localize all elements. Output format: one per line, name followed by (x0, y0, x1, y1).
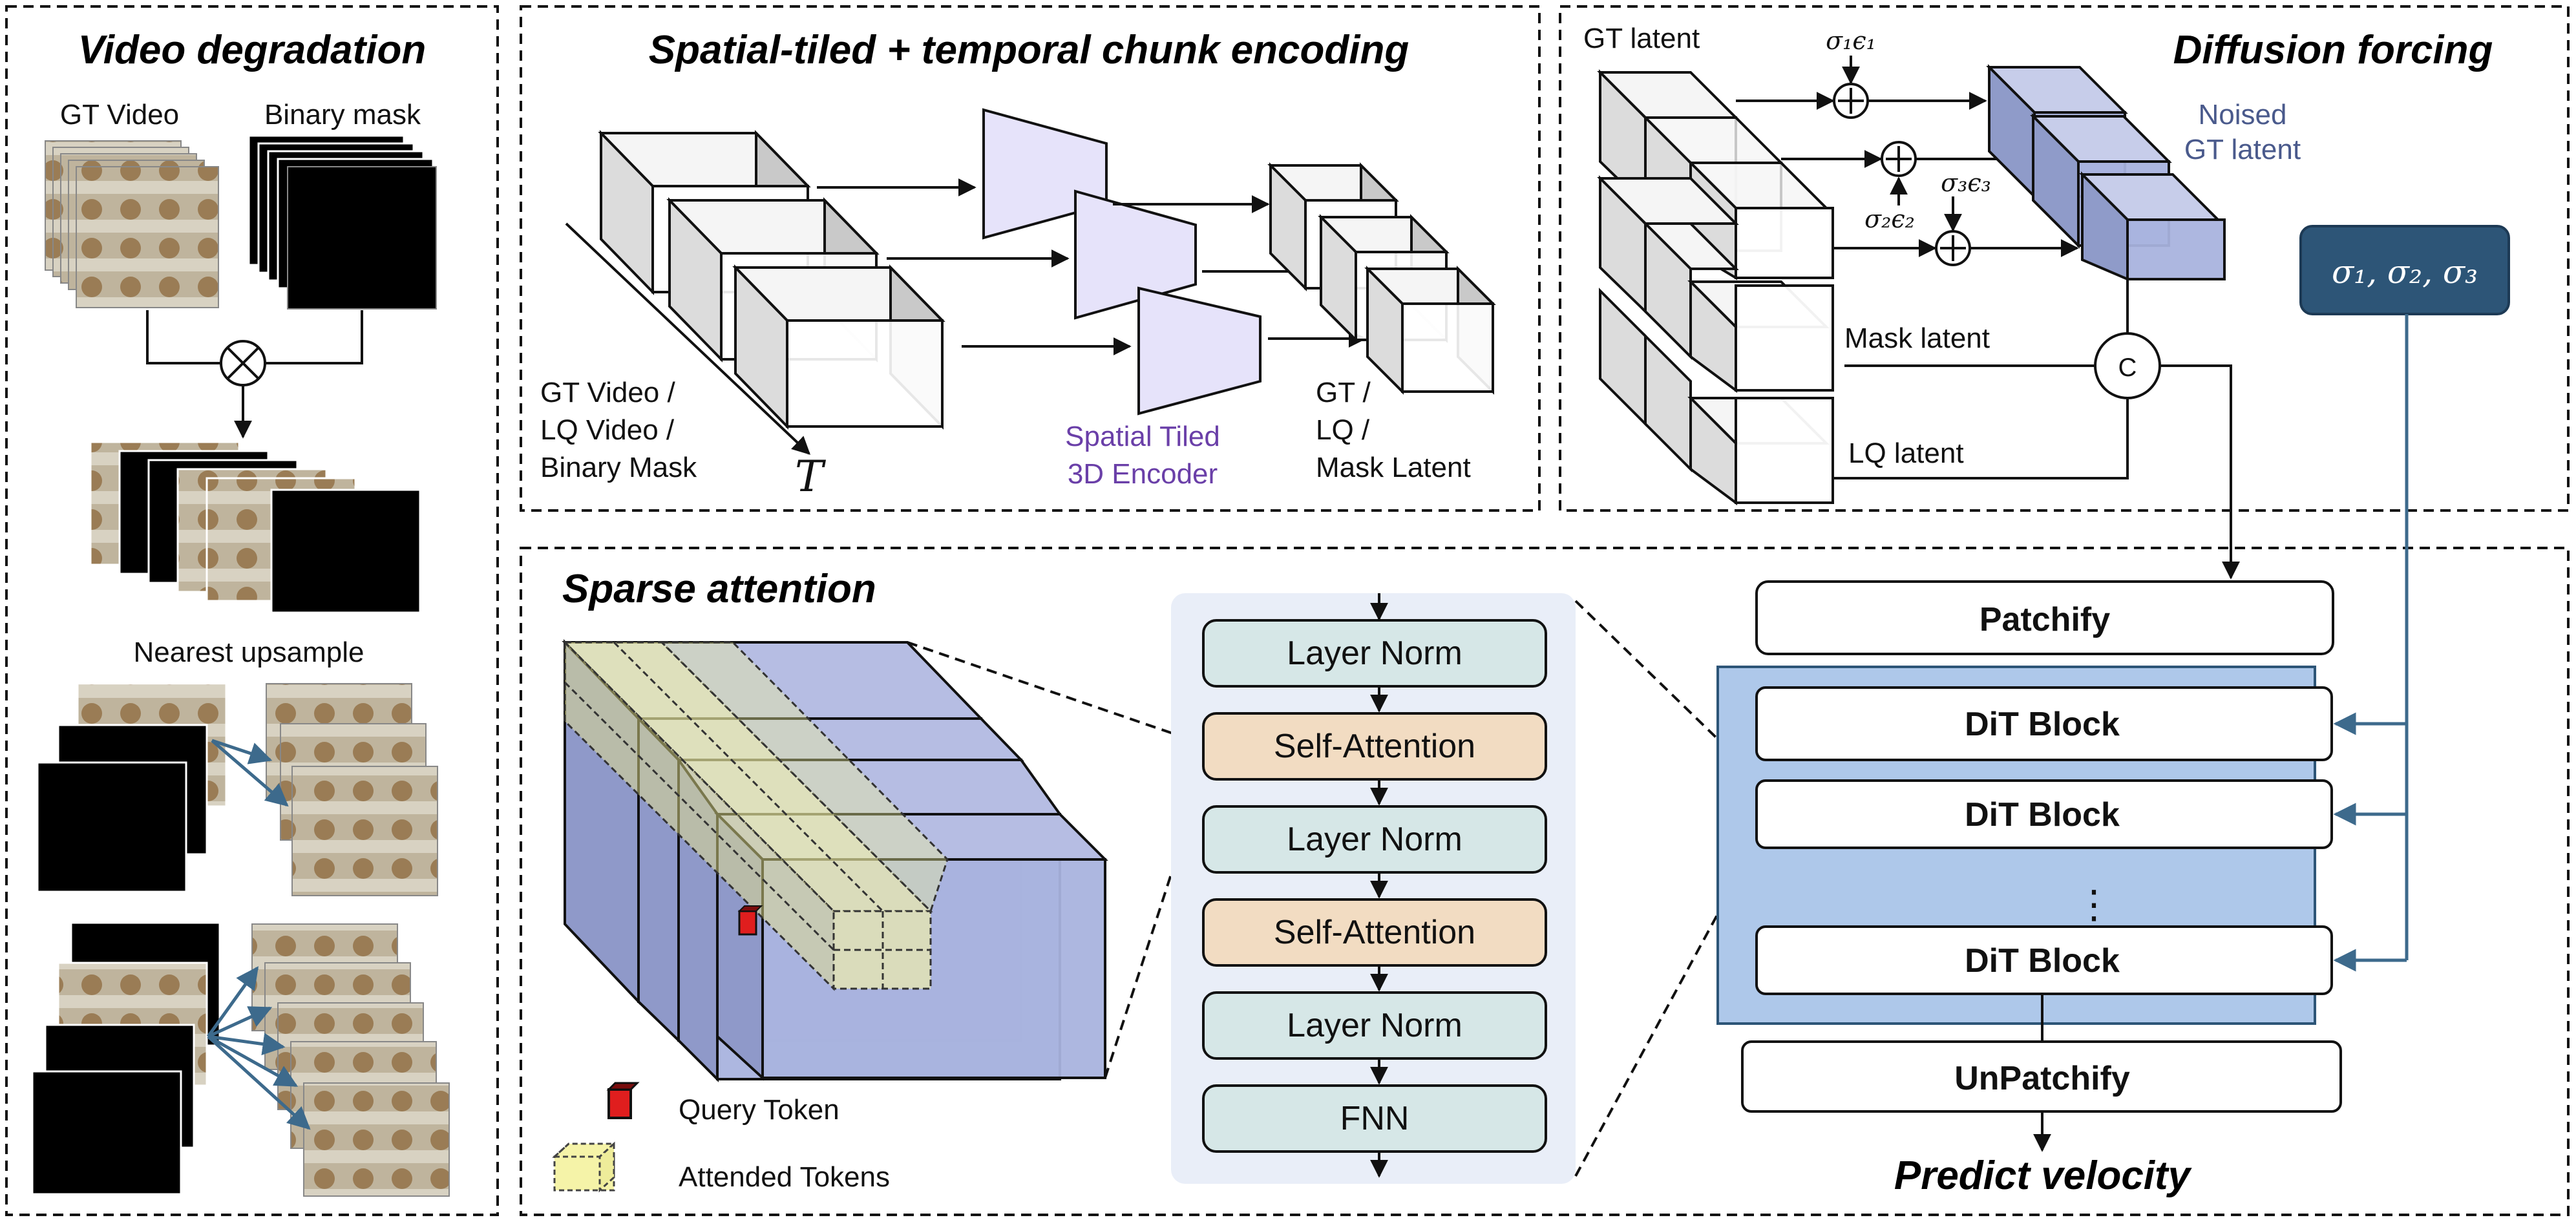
legend-query-token-icon (606, 1082, 640, 1119)
noised-label-line-1: Noised (2199, 99, 2287, 131)
legend-query-token-label: Query Token (679, 1094, 839, 1126)
predict-velocity-label: Predict velocity (1894, 1153, 2193, 1198)
dit-block-2 (1755, 779, 2333, 849)
unpatchify-label: UnPatchify (1954, 1060, 2130, 1097)
sigma-label: σ₁, σ₂, σ₃ (2332, 253, 2478, 291)
sparse-title: Sparse attention (562, 567, 876, 611)
stack-self-attention-1-label: Self-Attention (1274, 728, 1475, 765)
dit-block-1-label: DiT Block (1965, 706, 2120, 743)
upsample-example-1 (36, 682, 438, 896)
sigma-box (2299, 225, 2510, 315)
zoom-line-top (907, 641, 1213, 748)
noise-add-3 (1935, 230, 1971, 266)
legend-attended-tokens-icon (552, 1141, 617, 1193)
latent-label-line-3: Mask Latent (1316, 452, 1471, 483)
spatial-tiled-encoders (982, 108, 1262, 416)
stack-self-attention-1 (1202, 712, 1547, 781)
gt-to-multiply-line (146, 310, 221, 364)
input-label-line-2: LQ Video / (540, 414, 675, 446)
input-label-line-1: GT Video / (540, 377, 675, 408)
time-axis (565, 222, 811, 455)
encoder-label-line-2: 3D Encoder (1068, 458, 1218, 490)
stack-layer-norm-1-label: Layer Norm (1287, 635, 1462, 672)
dit-block-3-label: DiT Block (1965, 942, 2120, 980)
noise-term-1: σ₁ϵ₁ (1826, 26, 1876, 55)
panel-encoding-border (520, 5, 1541, 512)
time-axis-label: T (795, 452, 827, 501)
patchify-label: Patchify (1980, 601, 2110, 638)
mask-latent-label: Mask latent (1844, 322, 1990, 354)
stack-layer-norm-1 (1202, 619, 1547, 688)
encoding-title: Spatial-tiled + temporal chunk encoding (649, 28, 1409, 72)
degradation-title: Video degradation (78, 28, 427, 72)
dit-ellipsis: ⋮ (2075, 882, 2113, 927)
gt-video-label: GT Video (60, 99, 179, 131)
mask-to-multiply-line (265, 310, 363, 364)
panel-bottom-border (520, 547, 2570, 1216)
input-label-line-3: Binary Mask (540, 452, 697, 483)
noise-add-1 (1833, 83, 1869, 119)
binary-mask-label: Binary mask (264, 99, 421, 131)
binary-mask-stack (248, 134, 437, 310)
concat-label: C (2118, 353, 2137, 382)
input-cubes (598, 130, 945, 430)
zoom-dit-bottom (1574, 839, 1759, 1177)
stack-fnn-label: FNN (1340, 1100, 1409, 1137)
panel-degradation-border (5, 5, 499, 1216)
stack-layer-norm-2 (1202, 805, 1547, 874)
encoder-label-line-1: Spatial Tiled (1065, 421, 1220, 452)
latent-label-line-1: GT / (1316, 377, 1371, 408)
noised-label-line-2: GT latent (2184, 134, 2301, 165)
multiply-cross (226, 346, 260, 380)
latent-stacks (1597, 69, 1834, 505)
noised-gt-latent-cubes (1986, 64, 2226, 282)
noise-term-2: σ₂ϵ₂ (1864, 205, 1915, 233)
concat-to-patchify (2160, 364, 2240, 580)
masked-video-stack (89, 441, 421, 614)
dit-block-2-label: DiT Block (1965, 796, 2120, 834)
noise-add-2 (1881, 141, 1917, 177)
latent-cubes (1267, 162, 1496, 395)
stack-self-attention-2 (1202, 898, 1547, 967)
upsample-example-2 (31, 921, 450, 1197)
query-token (737, 905, 763, 936)
stack-self-attention-2-label: Self-Attention (1274, 914, 1475, 951)
latent-label-line-2: LQ / (1316, 414, 1370, 446)
legend-attended-tokens-label: Attended Tokens (679, 1161, 890, 1193)
dit-block-3 (1755, 925, 2333, 995)
patchify-box (1755, 580, 2334, 655)
lq-latent-label: LQ latent (1848, 437, 1964, 469)
stack-layer-norm-3-label: Layer Norm (1287, 1007, 1462, 1044)
stack-fnn (1202, 1084, 1547, 1153)
stack-layer-norm-3 (1202, 991, 1547, 1060)
stack-layer-norm-2-label: Layer Norm (1287, 821, 1462, 858)
gt-latent-label: GT latent (1583, 23, 1700, 54)
noise-term-3: σ₃ϵ₃ (1941, 169, 1991, 197)
diffusion-title: Diffusion forcing (2173, 28, 2493, 72)
lq-to-concat (1833, 398, 2129, 479)
gt-video-stack (45, 140, 219, 308)
panel-diffusion-border (1559, 5, 2570, 512)
dit-block-1 (1755, 686, 2333, 761)
nearest-upsample-label: Nearest upsample (133, 637, 364, 668)
attended-tokens-region (562, 640, 949, 991)
